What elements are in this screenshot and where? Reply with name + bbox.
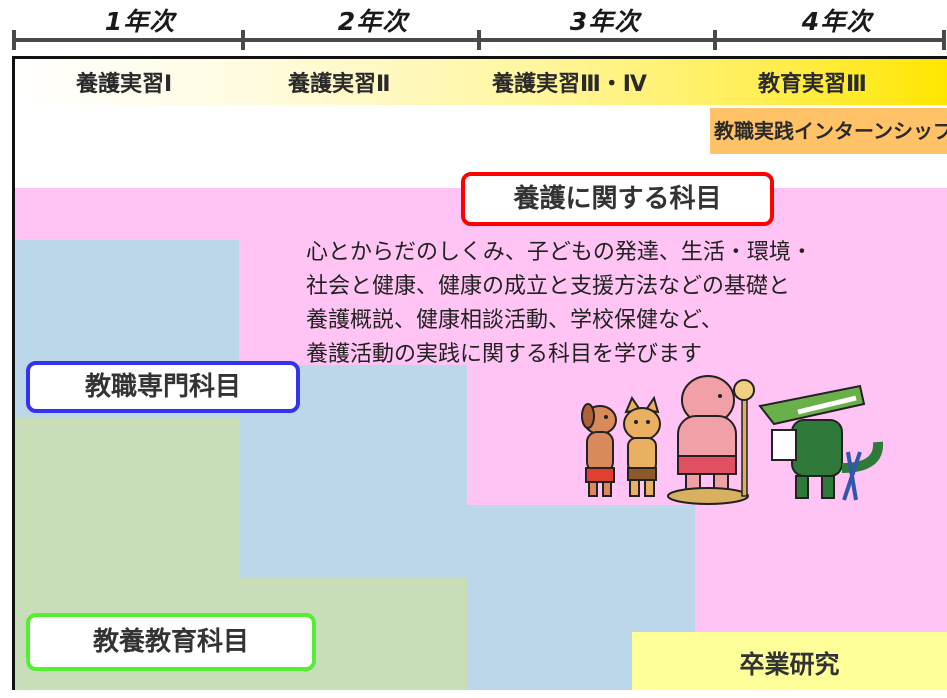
timeline-tick bbox=[477, 30, 481, 50]
practicum-item-2: 養護実習Ⅱ bbox=[288, 72, 391, 97]
crocodile-figure bbox=[758, 384, 884, 501]
yogo-description-line: 心とからだのしくみ、子どもの発達、生活・環境・ bbox=[306, 240, 813, 265]
timeline-tick bbox=[713, 30, 717, 50]
dog-figure bbox=[581, 403, 617, 497]
timeline-tick bbox=[942, 30, 946, 50]
yogo-description-line: 養護活動の実践に関する科目を学びます bbox=[306, 342, 703, 367]
timeline-tick bbox=[241, 30, 245, 50]
yogo-description-line: 社会と健康、健康の成立と支援方法などの基礎と bbox=[306, 274, 791, 299]
practicum-band bbox=[15, 59, 947, 105]
kyoshoku-subjects-label: 教職専門科目 bbox=[26, 361, 300, 413]
kyoyo-subjects-label: 教養教育科目 bbox=[26, 613, 316, 671]
yogo-region bbox=[695, 505, 947, 632]
animal-health-checkup-illustration bbox=[581, 375, 884, 505]
practicum-item-4: 教育実習Ⅲ bbox=[758, 72, 867, 97]
cat-figure bbox=[623, 395, 661, 497]
timeline-tick bbox=[12, 30, 16, 50]
yogo-region bbox=[239, 240, 947, 365]
graduation-research-label: 卒業研究 bbox=[632, 632, 947, 690]
pig-figure bbox=[667, 375, 755, 505]
yogo-description-line: 養護概説、健康相談活動、学校保健など、 bbox=[306, 308, 723, 333]
curriculum-frame bbox=[12, 56, 947, 690]
year-label-3: 3年次 bbox=[569, 7, 641, 36]
internship-label: 教職実践インターンシップ bbox=[710, 108, 947, 154]
practicum-item-3: 養護実習Ⅲ・Ⅳ bbox=[492, 72, 647, 97]
year-label-4: 4年次 bbox=[801, 7, 873, 36]
year-label-1: 1年次 bbox=[104, 7, 176, 36]
year-label-2: 2年次 bbox=[337, 7, 409, 36]
practicum-item-1: 養護実習Ⅰ bbox=[76, 72, 173, 97]
yogo-subjects-label: 養護に関する科目 bbox=[461, 172, 774, 226]
